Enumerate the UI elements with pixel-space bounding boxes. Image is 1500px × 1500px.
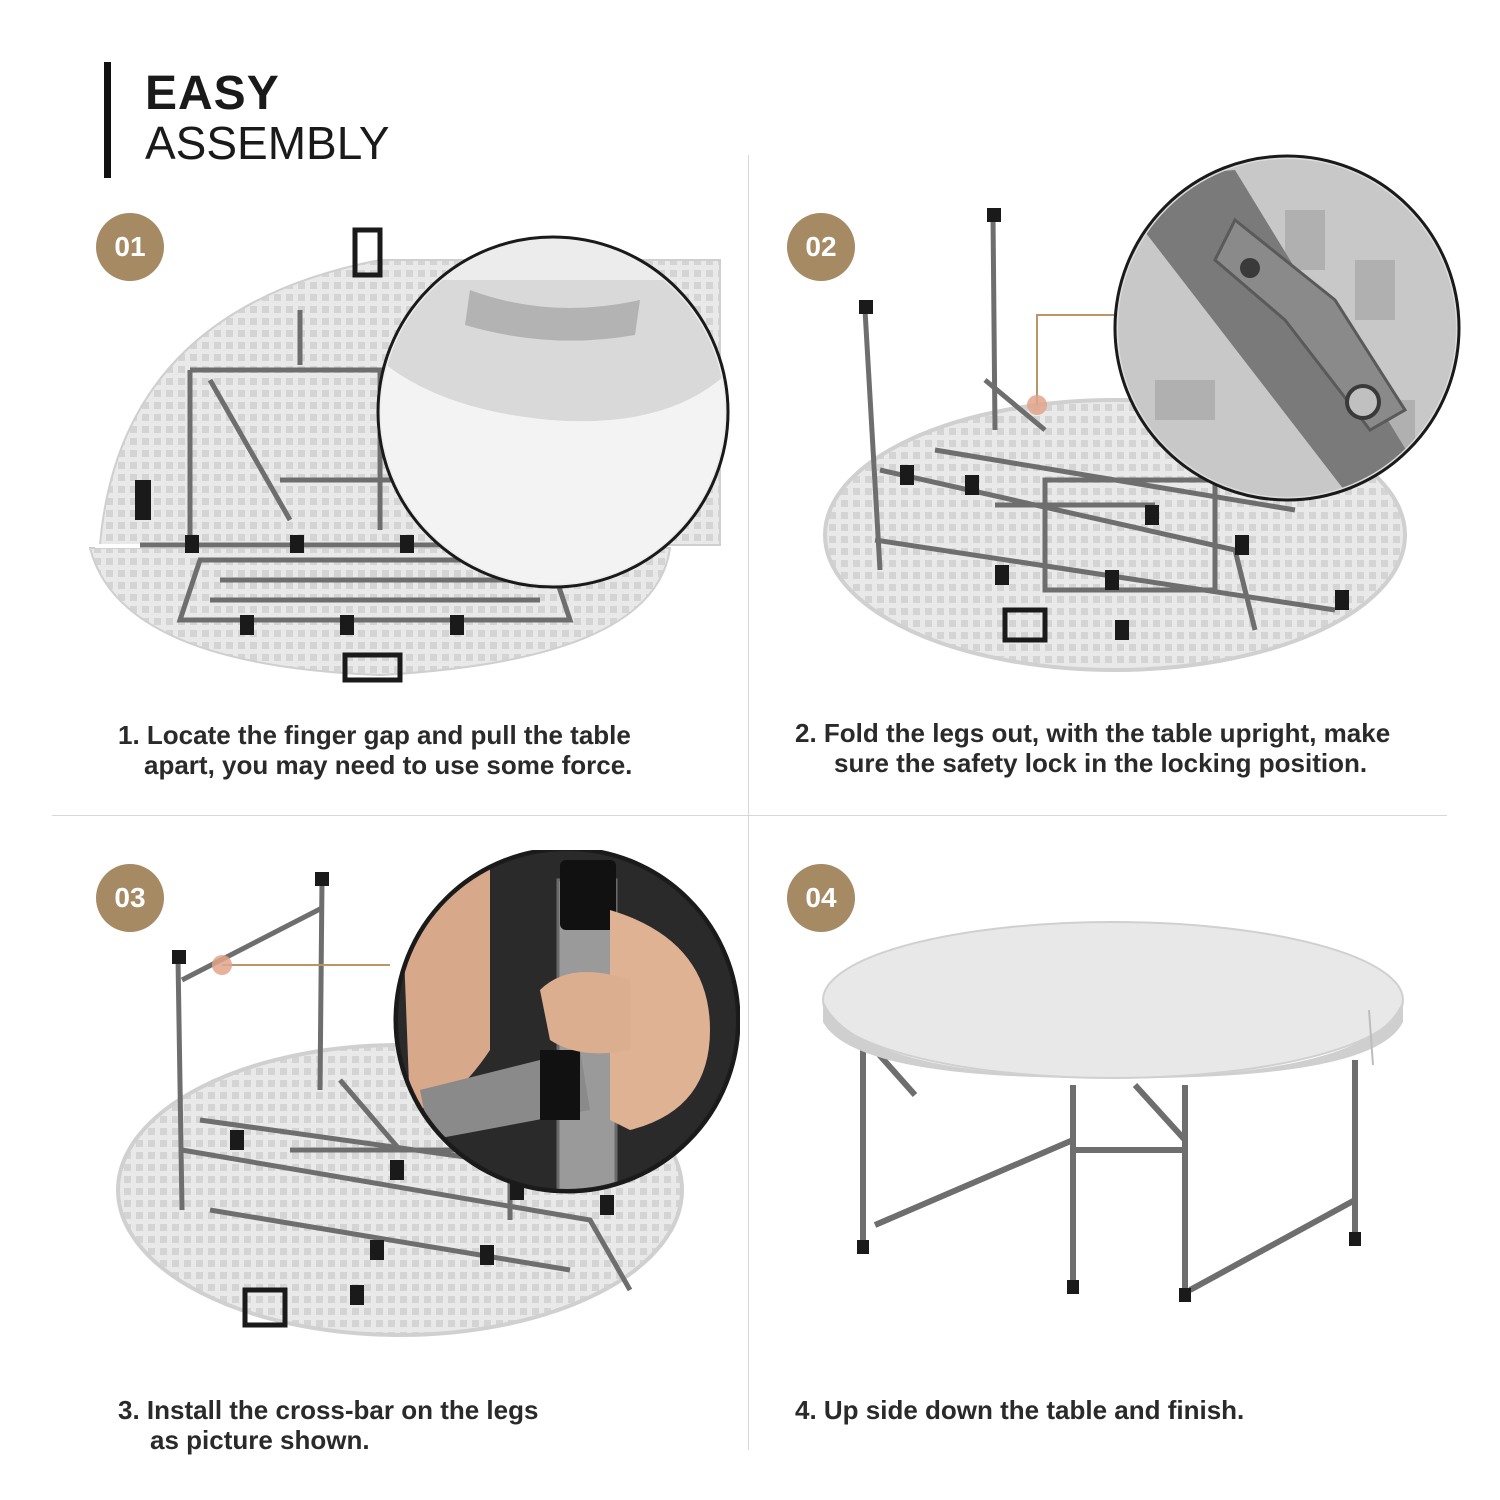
title-accent-bar [104,62,111,178]
step-1-illustration [88,227,730,683]
horizontal-divider [52,815,1447,816]
step-1-caption-line2: apart, you may need to use some force. [144,750,633,780]
step-3-badge: 03 [96,864,164,932]
step-3-illustration [116,850,740,1337]
step-1-caption: 1. Locate the finger gap and pull the ta… [118,720,632,780]
step-3-caption: 3. Install the cross-bar on the legs as … [118,1395,538,1455]
page-title-bold: EASY [145,67,280,120]
step-1-caption-line1: 1. Locate the finger gap and pull the ta… [118,720,631,750]
step-4-illustration [822,921,1404,1302]
step-3-caption-line1: 3. Install the cross-bar on the legs [118,1395,539,1425]
step-4-caption-line1: 4. Up side down the table and finish. [795,1395,1245,1425]
page-title-light: ASSEMBLY [145,117,390,169]
step-2-caption-line1: 2. Fold the legs out, with the table upr… [795,718,1391,748]
step-1-badge: 01 [96,213,164,281]
step-3-caption-line2: as picture shown. [150,1425,370,1455]
step-4-badge: 04 [787,864,855,932]
step-2-badge: 02 [787,213,855,281]
step-2-caption: 2. Fold the legs out, with the table upr… [795,718,1390,778]
step-2-illustration [823,154,1461,672]
vertical-divider [748,155,749,1450]
step-2-caption-line2: sure the safety lock in the locking posi… [834,748,1368,778]
step-4-caption: 4. Up side down the table and finish. [795,1395,1244,1425]
